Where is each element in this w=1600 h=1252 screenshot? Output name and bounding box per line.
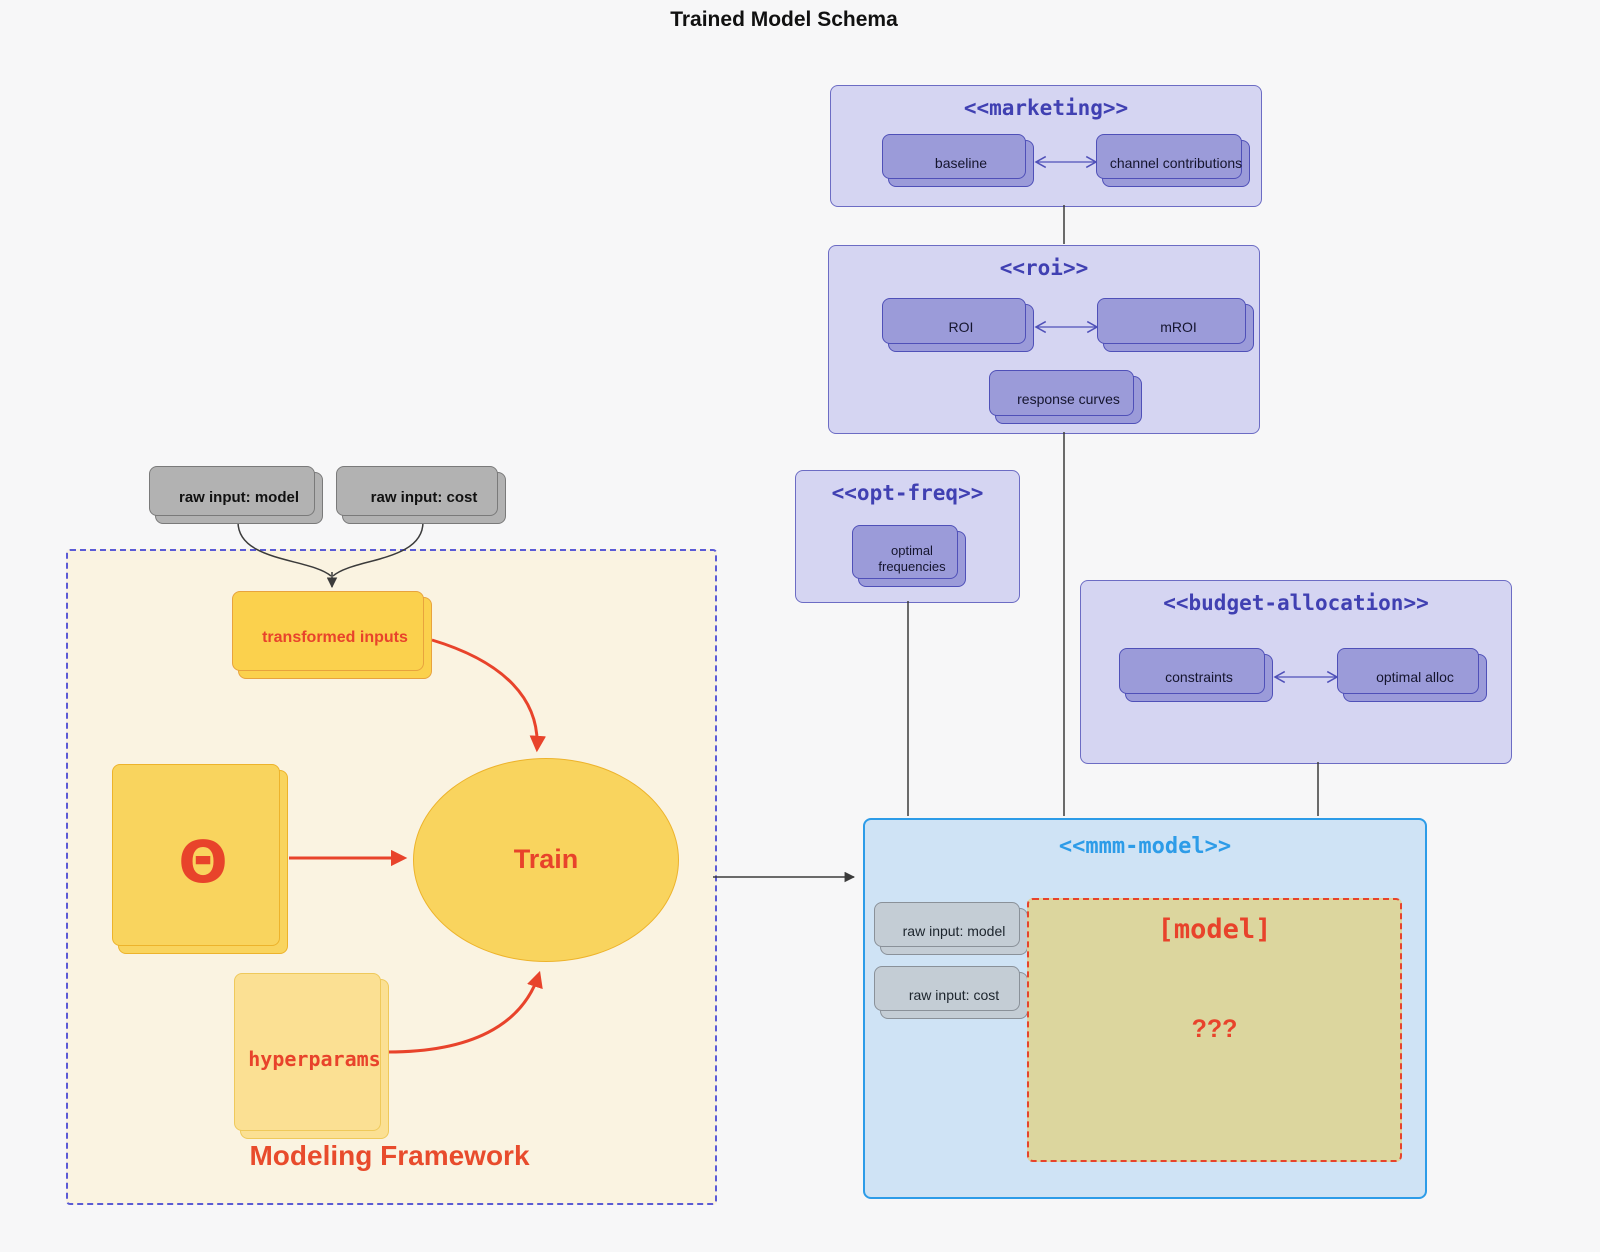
budget-allocation-title: <<budget-allocation>>: [1163, 591, 1429, 615]
marketing-title: <<marketing>>: [963, 96, 1129, 120]
hyperparams-node: hyperparams: [234, 973, 389, 1139]
mmm-raw-input-model-node: raw input: model: [874, 902, 1028, 955]
response-curves-node: response curves: [989, 370, 1142, 424]
edge-rawcost-to-transformed: [332, 521, 424, 577]
modeling-framework-label: Modeling Framework: [249, 1140, 530, 1171]
baseline-node: baseline: [882, 134, 1034, 187]
train-node: Train: [413, 758, 679, 962]
opt-freq-title: <<opt-freq>>: [831, 481, 984, 505]
model-placeholder-box: [model] ???: [1027, 898, 1402, 1162]
edge-transformed-to-train: [431, 638, 547, 753]
roi-title: <<roi>>: [999, 256, 1089, 280]
mmm-model-title: <<mmm-model>>: [1058, 834, 1232, 859]
transformed-inputs-node: transformed inputs: [232, 591, 432, 679]
roi-node: ROI: [882, 298, 1034, 352]
mmm-raw-input-cost-node: raw input: cost: [874, 966, 1028, 1019]
model-unknown-label: ???: [1191, 1015, 1238, 1043]
raw-input-model-node: raw input: model: [149, 466, 323, 524]
channel-contributions-node: channel contributions: [1096, 134, 1250, 187]
edge-rawmodel-to-transformed: [237, 521, 332, 577]
edge-hyperparams-to-train: [387, 970, 543, 1054]
optimal-alloc-node: optimal alloc: [1337, 648, 1487, 702]
theta-node: Θ: [112, 764, 288, 954]
optimal-frequencies-node: optimal frequencies: [852, 525, 966, 587]
mroi-node: mROI: [1097, 298, 1254, 352]
model-label: [model]: [1157, 914, 1272, 945]
constraints-node: constraints: [1119, 648, 1273, 702]
page-title: Trained Model Schema: [670, 8, 898, 31]
raw-input-cost-node: raw input: cost: [336, 466, 506, 524]
